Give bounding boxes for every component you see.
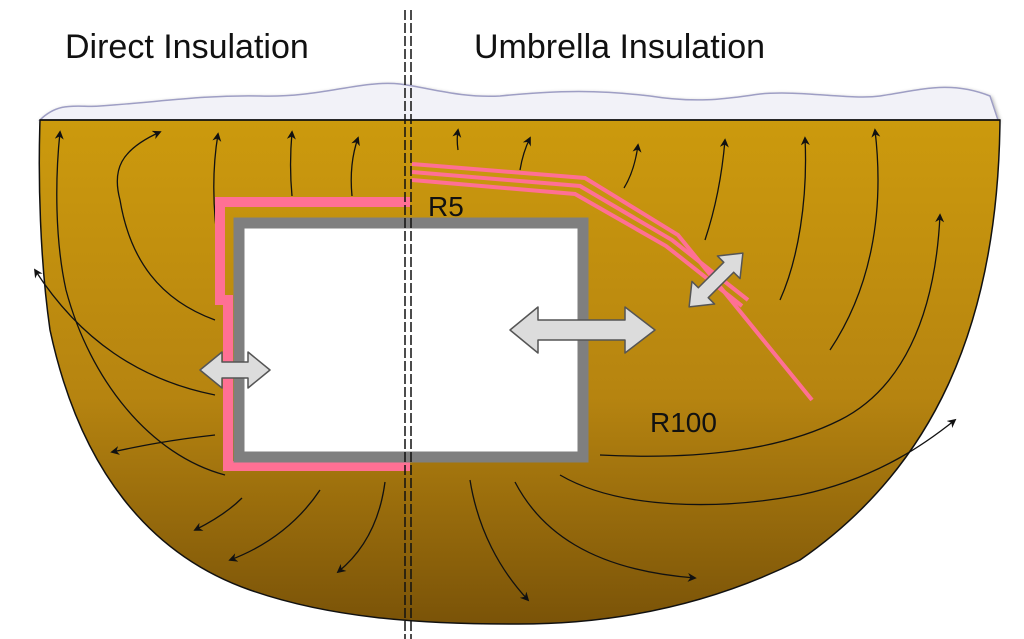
direct-insulation-band	[215, 197, 410, 471]
umbrella-layer	[411, 162, 814, 402]
flow-line	[829, 128, 881, 351]
flow-line	[228, 489, 321, 562]
direct-insulation-title: Direct Insulation	[65, 28, 309, 66]
umbrella-insulation	[411, 162, 814, 402]
flow-line	[469, 479, 530, 602]
flow-line	[623, 143, 642, 189]
umbrella-layer	[411, 178, 744, 308]
flow-line	[116, 130, 216, 321]
flow-line	[54, 130, 226, 476]
flow-line	[559, 418, 957, 506]
snow-layer	[38, 82, 1000, 121]
flow-line	[514, 481, 697, 582]
double-arrow-icon	[688, 252, 744, 308]
center-divider	[404, 10, 412, 639]
flow-line	[286, 130, 296, 197]
umbrella-insulation-title: Umbrella Insulation	[474, 28, 765, 66]
flow-line	[34, 268, 216, 396]
heat-flow-lines	[34, 128, 957, 602]
flow-line	[779, 136, 810, 301]
flow-line	[110, 434, 216, 455]
double-arrow-icon	[509, 306, 656, 354]
flow-line	[193, 497, 243, 531]
flow-line	[519, 136, 531, 171]
flow-line	[350, 136, 360, 197]
flow-line	[599, 213, 945, 457]
umbrella-layer	[411, 170, 750, 302]
double-arrow-icon	[199, 351, 271, 389]
flow-line	[704, 138, 729, 241]
r100-label: R100	[650, 407, 717, 438]
r5-label: R5	[428, 191, 464, 222]
flow-line	[336, 481, 386, 574]
heat-exchange-arrows	[199, 252, 744, 389]
flow-line	[452, 128, 462, 151]
